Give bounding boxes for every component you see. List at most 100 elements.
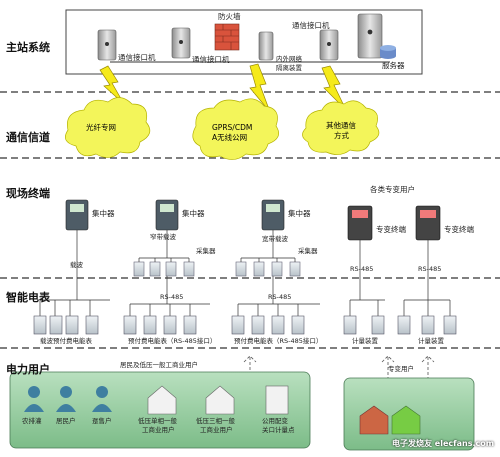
comm-interface-label-2: 通信接口机 (192, 55, 230, 64)
meter-icon (85, 315, 99, 335)
house-icon (205, 385, 235, 415)
cloud-fiber (65, 97, 151, 158)
carrier-label: 载波 (70, 261, 83, 269)
layer-label-terminal: 现场终端 (6, 187, 50, 200)
special-terminal-label-1: 专变终端 (376, 225, 406, 234)
lightning-bolts (99, 63, 347, 113)
building-icons (147, 385, 289, 415)
smart-meters (33, 315, 457, 335)
other-comm-label-1: 其他通信 (326, 121, 356, 130)
comm-interface-label-3: 通信接口机 (292, 21, 330, 30)
resident-group-label: 居民及低压一般工商业用户 (120, 361, 198, 369)
layer-label-master: 主站系统 (6, 41, 50, 54)
meter-icon (49, 315, 63, 335)
user-label-lv-single-1: 低压单相一般 (138, 417, 177, 425)
substation-icon (265, 385, 289, 415)
meter-icon (65, 315, 79, 335)
meter-group-label-3: 预付费电能表（RS-485接口） (234, 337, 323, 345)
meter-icon (163, 315, 177, 335)
meter-icon (231, 315, 245, 335)
fiber-network-label: 光纤专网 (86, 123, 116, 132)
firewall-label: 防火墙 (218, 12, 241, 21)
layer-label-meter: 智能电表 (6, 291, 50, 304)
collector-label-1: 采集器 (196, 247, 216, 255)
comm-interface-server-3 (319, 29, 339, 61)
isolation-device (258, 31, 274, 61)
meter-group-label-2: 预付费电能表（RS-485接口） (128, 337, 217, 345)
layer-label-channel: 通信信道 (6, 131, 50, 144)
gprs-label-1: GPRS/CDM (212, 123, 253, 132)
comm-interface-server-2 (171, 27, 191, 59)
user-label-public-1: 公用配变 (262, 417, 288, 425)
special-user-building (359, 405, 421, 435)
meter-icon (123, 315, 137, 335)
cloud-gprs (192, 98, 279, 160)
person-icon (56, 404, 76, 412)
connection-lines (39, 230, 451, 316)
concentrator-label-3: 集中器 (288, 209, 311, 218)
gprs-label-2: A无线公网 (212, 133, 248, 142)
rs485-label-c: RS-485 (350, 265, 374, 273)
concentrator-1 (65, 199, 89, 231)
layer-label-user: 电力用户 (6, 363, 50, 376)
rs485-label-a: RS-485 (160, 293, 184, 301)
meter-group-label-5: 计量装置 (418, 337, 444, 345)
user-label-wholesale: 趸售户 (92, 417, 112, 425)
special-terminal-1 (347, 205, 373, 241)
meter-group-label-4: 计量装置 (352, 337, 378, 345)
layer-dividers (0, 91, 500, 349)
meter-icon (143, 315, 157, 335)
collector-box (183, 261, 195, 277)
collector-box (165, 261, 177, 277)
house-icon (147, 385, 177, 415)
meter-icon (443, 315, 457, 335)
person-icon (96, 386, 108, 398)
user-label-public-2: 关口计量点 (262, 426, 295, 434)
collector-box (133, 261, 145, 277)
meter-icon (183, 315, 197, 335)
special-terminal-2 (415, 205, 441, 241)
collector-label-2: 采集器 (298, 247, 318, 255)
meter-icon (343, 315, 357, 335)
user-label-irrigation: 农排灌 (22, 417, 42, 425)
meter-icon (33, 315, 47, 335)
meter-icon (371, 315, 385, 335)
person-icon (28, 386, 40, 398)
comm-interface-server-1 (97, 29, 117, 61)
isolation-label-1: 内外网络 (276, 55, 302, 63)
collector-box (253, 261, 265, 277)
special-user-label: 专变用户 (388, 365, 414, 373)
isolation-label-2: 隔离装置 (276, 64, 302, 72)
firewall (214, 23, 240, 51)
server-label: 服务器 (382, 61, 405, 70)
meter-icon (397, 315, 411, 335)
watermark: 电子发烧友 elecfans.com (392, 439, 495, 448)
concentrator-3 (261, 199, 285, 231)
user-label-lv-three-2: 工商业用户 (200, 426, 233, 434)
rs485-label-d: RS-485 (418, 265, 442, 273)
lightning-icon (99, 65, 125, 105)
collector-box (149, 261, 161, 277)
user-arrows (243, 355, 435, 380)
meter-icon (291, 315, 305, 335)
broadband-label: 宽带载波 (262, 235, 288, 243)
narrowband-label: 窄带载波 (150, 233, 176, 241)
concentrator-label-1: 集中器 (92, 209, 115, 218)
meter-group-label-1: 载波预付费电能表 (40, 337, 92, 345)
person-icon (92, 404, 112, 412)
person-icon (60, 386, 72, 398)
user-icons (24, 386, 112, 412)
meter-icon (251, 315, 265, 335)
person-icon (24, 404, 44, 412)
rs485-label-b: RS-485 (268, 293, 292, 301)
comm-interface-label-1: 通信接口机 (118, 53, 156, 62)
collector-box (235, 261, 247, 277)
collectors (133, 261, 301, 277)
concentrator-2 (155, 199, 179, 231)
channel-clouds (65, 97, 380, 160)
lightning-icon (249, 63, 271, 113)
collector-box (271, 261, 283, 277)
special-terminal-label-2: 专变终端 (444, 225, 474, 234)
special-users-label: 各类专变用户 (370, 185, 415, 194)
